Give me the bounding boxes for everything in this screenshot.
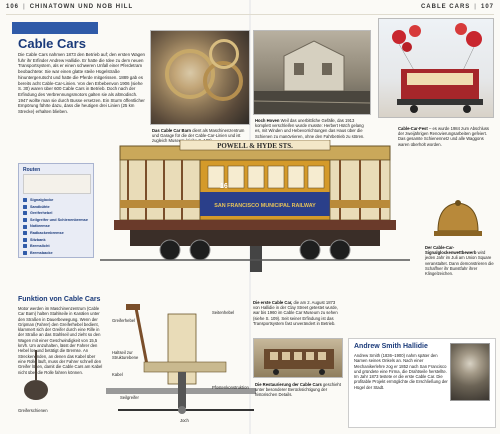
bell-caption-bold: Der Cable-Car-Signalglockenwettbewerb bbox=[425, 245, 477, 256]
hallidie-box: Andrew Smith Hallidie Andrew Smith (1836… bbox=[348, 338, 496, 428]
left-section-title: CHINATOWN UND NOB HILL bbox=[29, 4, 134, 10]
restore-caption: Die Restaurierung der Cable Cars geschie… bbox=[255, 382, 345, 398]
restore-caption-text: geschieht unter besonderer Berücksichtig… bbox=[255, 382, 341, 398]
car-number: 16 bbox=[220, 183, 228, 190]
parts-legend: Routen Signalglocke Sandbühte Greiferheb… bbox=[18, 163, 94, 258]
title-strip bbox=[12, 22, 98, 34]
legend-item: Notbremse bbox=[23, 223, 88, 230]
museum-caption-bold: Die erste Cable Car, bbox=[253, 300, 293, 305]
label-joch: Joch bbox=[180, 418, 189, 423]
restore-caption-bold: Die Restaurierung der Cable Cars bbox=[255, 382, 322, 387]
function-text: Motor werden im Maschinenzentrum (Cable … bbox=[18, 306, 103, 375]
legend-item: Signalglocke bbox=[23, 197, 88, 204]
festival-caption-text: – es wurde 1984 zum Abschluss der zweijä… bbox=[398, 126, 490, 147]
museum-photo bbox=[253, 338, 343, 378]
label-halteseil: Haltseil zur Strukturebene bbox=[112, 350, 139, 361]
hallidie-title: Andrew Smith Hallidie bbox=[354, 343, 428, 350]
festival-caption: Cable-Car-Fest – es wurde 1984 zum Absch… bbox=[398, 126, 494, 147]
museum-caption-text: die am 2. August 1873 von Hallidie in de… bbox=[253, 300, 338, 326]
function-title: Funktion von Cable Cars bbox=[18, 296, 101, 303]
label-seilgreifer: Seilgreifer bbox=[120, 395, 139, 400]
label-seitenhebel: Seitenhebel bbox=[212, 310, 235, 315]
label-kabel: Kabel bbox=[112, 372, 123, 377]
header-right: CABLE CARS|107 bbox=[420, 4, 494, 10]
hallidie-text: Andrew Smith (1836–1900) nahm später den… bbox=[354, 353, 448, 390]
wheel-caption-bold: Das Cable Car Barn bbox=[152, 128, 192, 133]
legend-item: Greiferhebel bbox=[23, 210, 88, 217]
page-title: Cable Cars bbox=[18, 36, 86, 51]
festival-photo bbox=[378, 18, 494, 118]
label-greiferschienen: Greiferschienen bbox=[18, 408, 48, 413]
header-rule bbox=[6, 14, 494, 15]
house-caption-bold: Hoch Hoven bbox=[255, 118, 280, 123]
bell-icon bbox=[434, 200, 482, 236]
legend-item: Radbackenbremse bbox=[23, 230, 88, 237]
right-page-number: 107 bbox=[480, 4, 494, 10]
cable-car-illustration: POWELL & HYDE STS. SAN FRANCISCO MUNICIP… bbox=[100, 140, 410, 272]
legend-item: Seilgreifer und Schienenbremse bbox=[23, 217, 88, 224]
cable-wheel-photo bbox=[150, 30, 250, 125]
house-caption-text: Weil das unerbittliche Gefälle, das 1913… bbox=[255, 118, 365, 139]
house-photo bbox=[253, 30, 371, 115]
house-caption: Hoch Hoven Weil das unerbittliche Gefäll… bbox=[255, 118, 370, 139]
label-pfosten: Pfostenkonstruktion bbox=[212, 385, 249, 390]
legend-item: Bremsbacke bbox=[23, 250, 88, 257]
legend-item: Sandbühte bbox=[23, 204, 88, 211]
intro-text: Die Cable Cars nahmen 1873 den Betrieb a… bbox=[18, 52, 146, 115]
bell-caption: Der Cable-Car-Signalglockenwettbewerb wi… bbox=[425, 245, 495, 276]
bell-caption-text: wird jeden Jahr im Juli am Union Square … bbox=[425, 250, 494, 277]
legend-item: Sitzbank bbox=[23, 237, 88, 244]
label-greiferhebel: Greiferhebel bbox=[112, 318, 136, 323]
roof-sign: POWELL & HYDE STS. bbox=[217, 142, 293, 150]
side-sign: SAN FRANCISCO MUNICIPAL RAILWAY bbox=[214, 203, 316, 209]
header-left: 106|CHINATOWN UND NOB HILL bbox=[6, 4, 134, 10]
left-page-number: 106 bbox=[6, 4, 20, 10]
legend-item: Bremslicht bbox=[23, 243, 88, 250]
museum-caption: Die erste Cable Car, die am 2. August 18… bbox=[253, 300, 343, 326]
hallidie-portrait bbox=[450, 343, 490, 401]
legend-thumbnail bbox=[23, 174, 91, 194]
legend-title: Routen bbox=[23, 167, 41, 173]
festival-caption-bold: Cable-Car-Fest bbox=[398, 126, 428, 131]
right-section-title: CABLE CARS bbox=[420, 4, 471, 10]
legend-list: Signalglocke Sandbühte Greiferhebel Seil… bbox=[23, 197, 88, 256]
grip-diagram bbox=[24, 304, 256, 414]
